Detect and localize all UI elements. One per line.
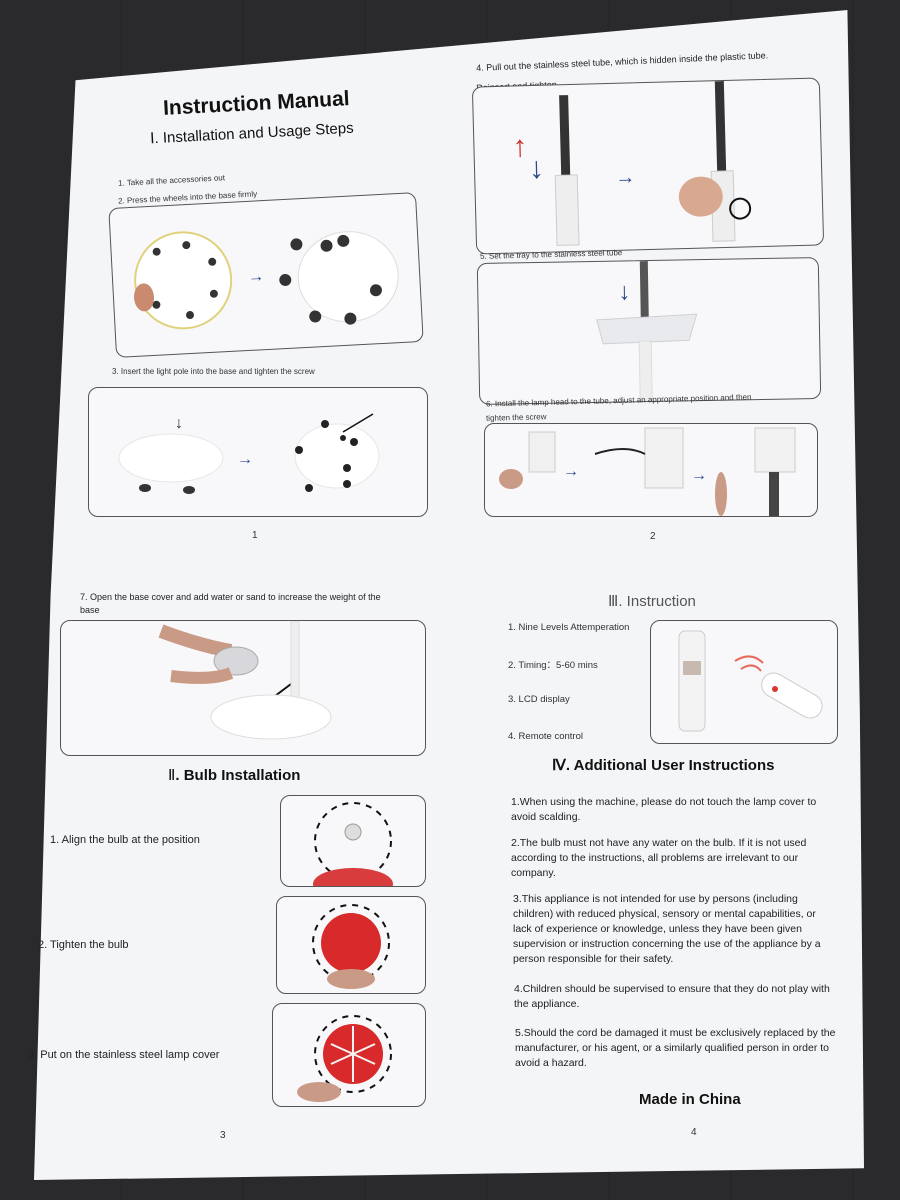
step-3-label: 3. Insert the light pole into the base a… xyxy=(112,367,315,376)
additional-2-line-2: according to the instructions, all probl… xyxy=(511,852,799,864)
additional-2-line-1: 2.The bulb must not have any water on th… xyxy=(511,837,807,849)
bulb-step-1-illustration xyxy=(280,795,426,887)
additional-3-line-5: person responsible for their safety. xyxy=(513,953,674,965)
control-panel-illustration xyxy=(650,620,838,744)
svg-text:↑: ↑ xyxy=(512,130,528,163)
bulb-step-1: 1. Align the bulb at the position xyxy=(50,834,200,846)
section4-heading: Ⅳ. Additional User Instructions xyxy=(552,757,775,774)
svg-text:↓: ↓ xyxy=(618,278,630,305)
additional-3-line-1: 3.This appliance is not intended for use… xyxy=(513,893,798,905)
svg-text:→: → xyxy=(691,467,707,484)
svg-text:↓: ↓ xyxy=(529,152,545,185)
svg-text:→: → xyxy=(248,268,265,286)
additional-5-line-2: manufacturer, or his agent, or a similar… xyxy=(515,1042,829,1054)
additional-3-line-3: lack of experience or knowledge, unless … xyxy=(513,923,802,935)
additional-2-line-3: company. xyxy=(511,867,556,879)
step-5-illustration: ↓ xyxy=(476,257,822,405)
additional-5-line-1: 5.Should the cord be damaged it must be … xyxy=(515,1027,836,1039)
step-3-illustration: ↓ → xyxy=(88,387,428,517)
step-7-illustration xyxy=(60,620,426,756)
section3-numeral: Ⅲ xyxy=(608,594,619,610)
additional-instruction-1: 1.When using the machine, please do not … xyxy=(511,795,816,825)
instruction-item-2: 2. Timing：5-60 mins xyxy=(508,660,598,671)
instruction-item-1: 1. Nine Levels Attemperation xyxy=(508,622,630,633)
step-7-line1: 7. Open the base cover and add water or … xyxy=(80,592,381,602)
bulb-step-3: 3. Put on the stainless steel lamp cover xyxy=(28,1049,220,1061)
svg-text:→: → xyxy=(615,166,636,189)
additional-4-line-2: the appliance. xyxy=(514,998,580,1010)
bulb-step-2: 2. Tighten the bulb xyxy=(38,939,129,951)
step-6-illustration: → → xyxy=(484,423,818,517)
section3-title: . Instruction xyxy=(618,593,696,610)
section2-numeral: Ⅱ xyxy=(168,768,176,784)
additional-instruction-3: 3.This appliance is not intended for use… xyxy=(513,892,821,967)
additional-5-line-3: avoid a hazard. xyxy=(515,1057,587,1069)
step-4-illustration: ↑ ↓ → xyxy=(471,77,825,255)
svg-text:→: → xyxy=(563,463,579,480)
page-number-1: 1 xyxy=(252,530,258,541)
instruction-item-4: 4. Remote control xyxy=(508,731,583,742)
additional-instruction-2: 2.The bulb must not have any water on th… xyxy=(511,836,806,881)
additional-instruction-4: 4.Children should be supervised to ensur… xyxy=(514,982,830,1012)
step-6-line2: tighten the screw xyxy=(485,412,547,423)
additional-3-line-2: children) with reduced physical, sensory… xyxy=(513,908,816,920)
section2-heading: Ⅱ. Bulb Installation xyxy=(168,766,300,785)
additional-instruction-5: 5.Should the cord be damaged it must be … xyxy=(515,1026,835,1071)
additional-1-line-2: avoid scalding. xyxy=(511,811,581,823)
section3-heading: Ⅲ. Instruction xyxy=(608,592,696,611)
bulb-step-3-illustration xyxy=(272,1003,426,1107)
page-number-3: 3 xyxy=(220,1130,226,1141)
additional-1-line-1: 1.When using the machine, please do not … xyxy=(511,796,817,808)
made-in-label: Made in China xyxy=(639,1091,741,1108)
page-number-2: 2 xyxy=(650,531,656,542)
additional-4-line-1: 4.Children should be supervised to ensur… xyxy=(514,983,830,995)
bulb-step-2-illustration xyxy=(276,896,426,994)
step-2-illustration: → xyxy=(108,192,424,358)
step-7-line2: base xyxy=(80,605,100,615)
instruction-item-3: 3. LCD display xyxy=(508,694,570,705)
page-number-4: 4 xyxy=(691,1127,697,1138)
section2-title: . Bulb Installation xyxy=(175,767,301,784)
additional-3-line-4: supervision or instruction concerning th… xyxy=(513,938,821,950)
svg-text:→: → xyxy=(237,451,253,468)
svg-text:↓: ↓ xyxy=(175,415,183,432)
